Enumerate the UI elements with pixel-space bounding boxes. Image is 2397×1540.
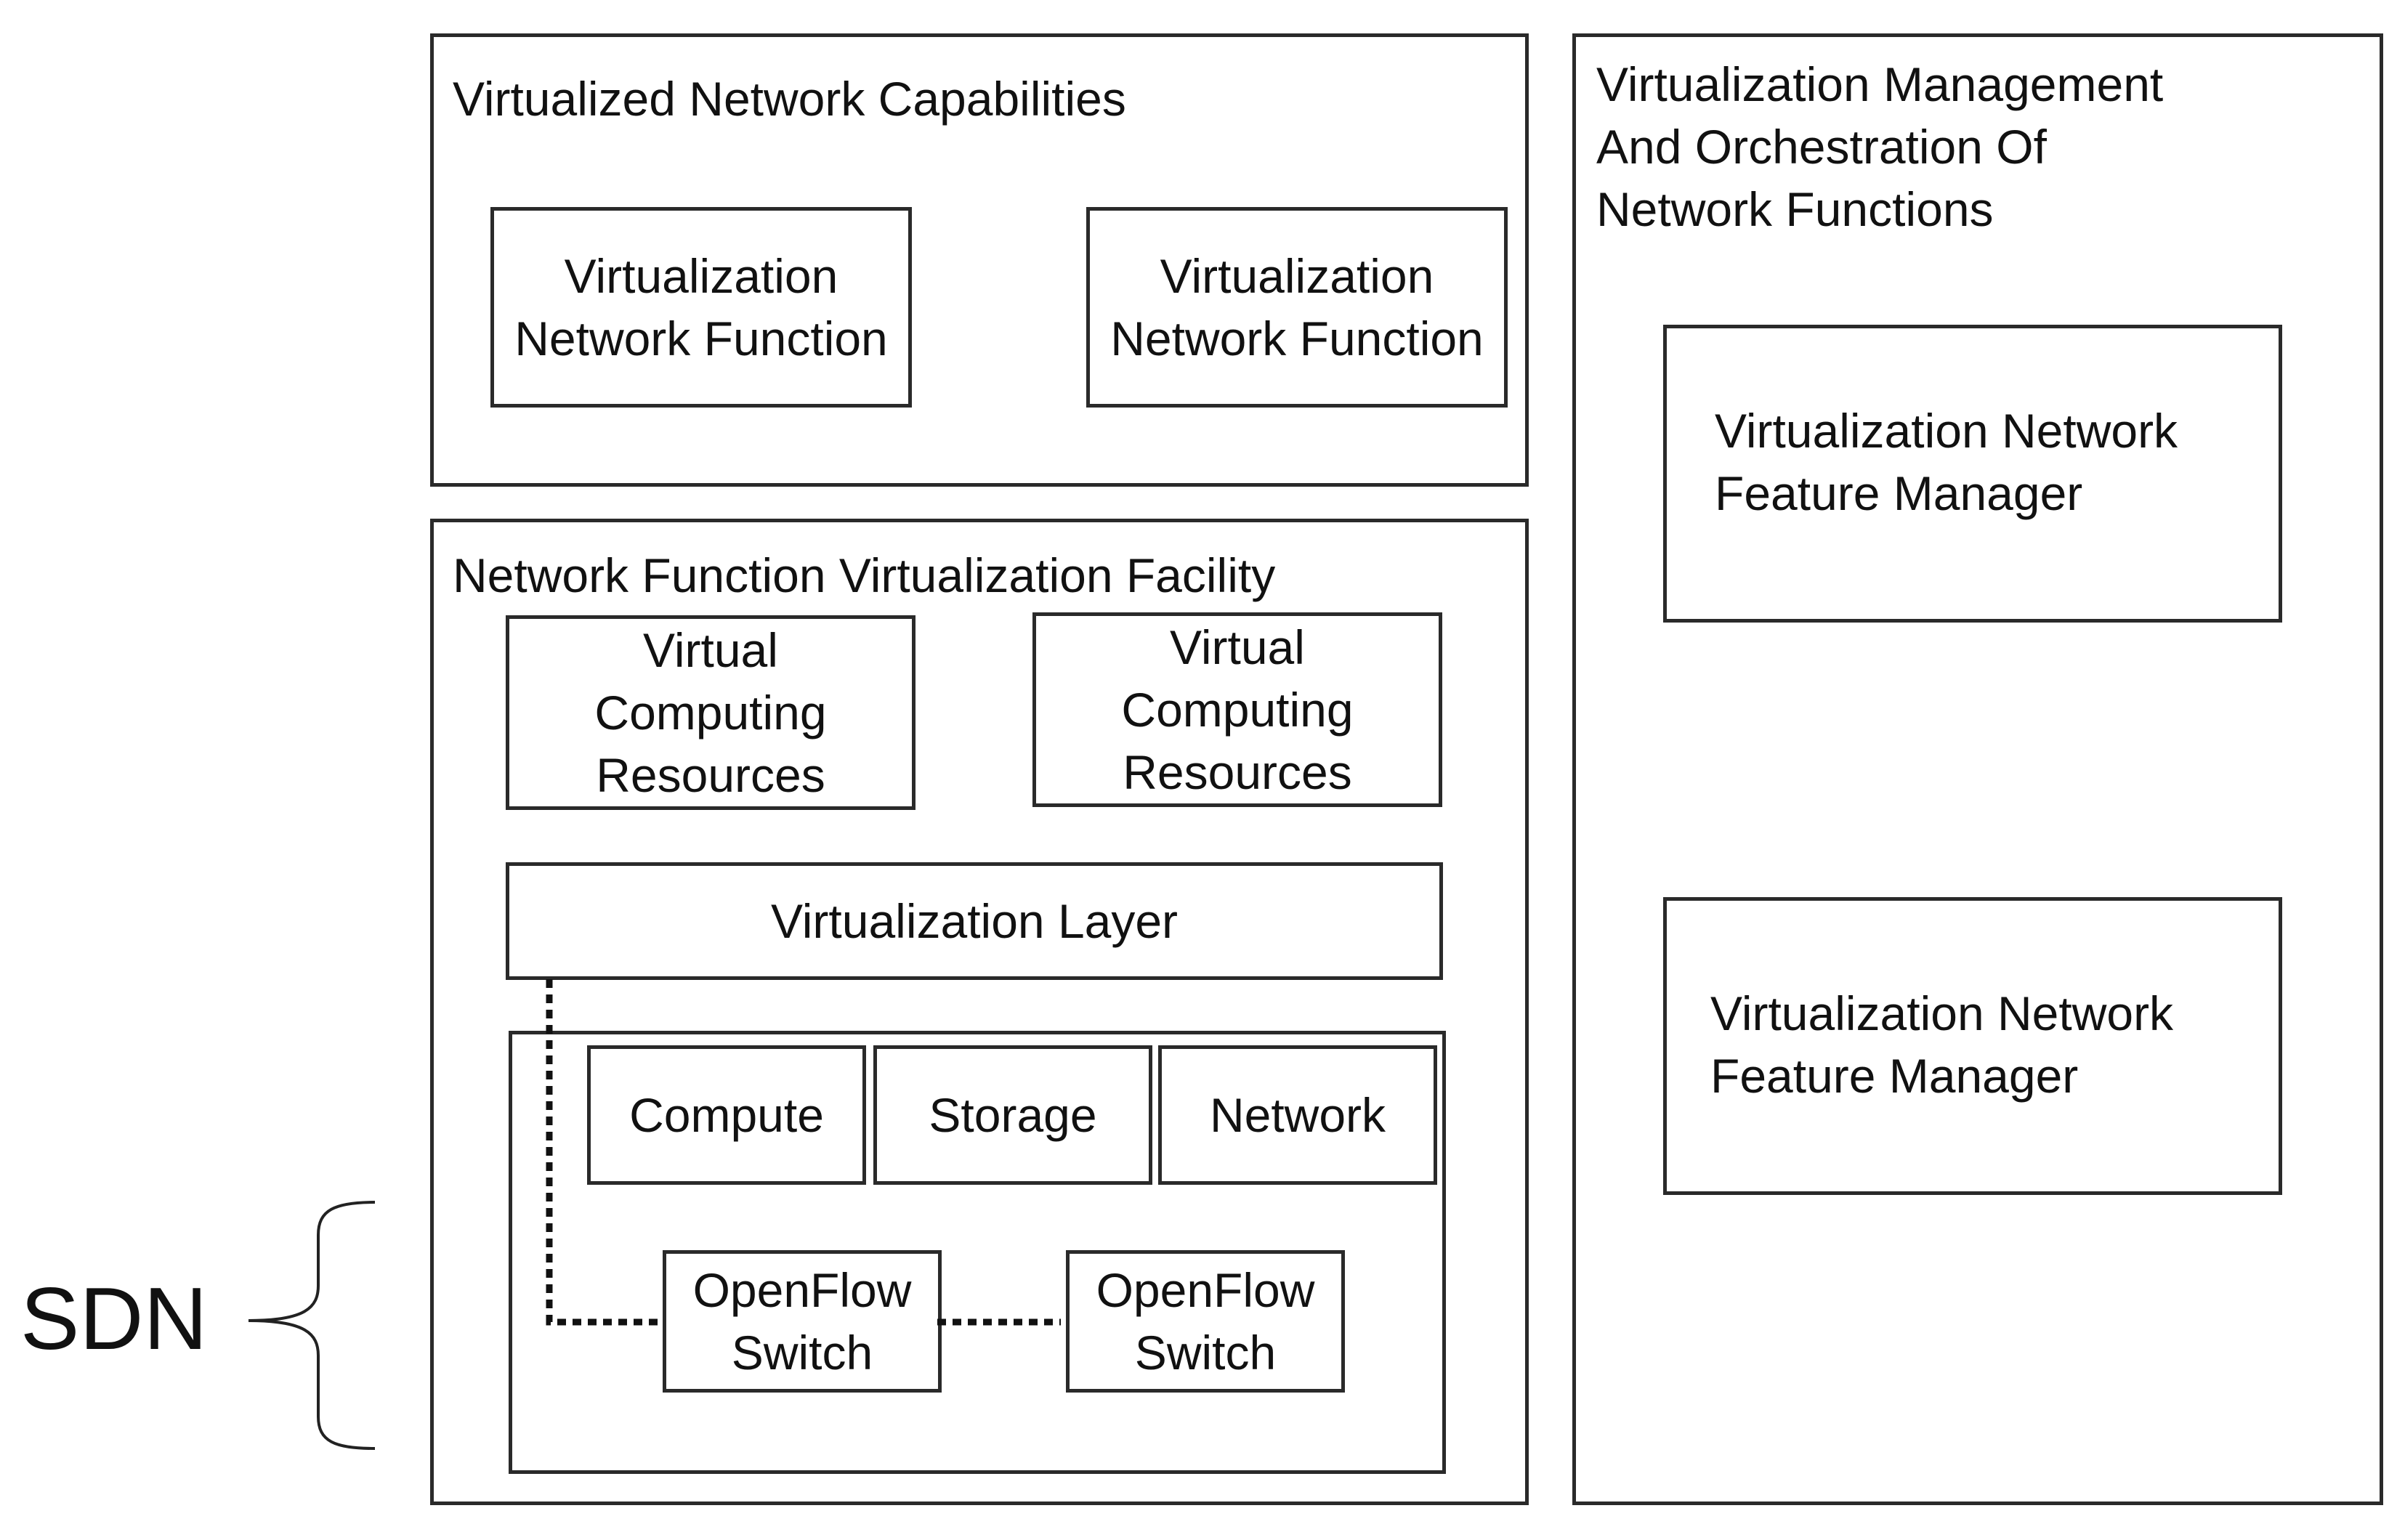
network-label: Network (1209, 1088, 1386, 1142)
vnf-manager-bottom: Virtualization Network Feature Manager (1663, 897, 2282, 1195)
nfvi-title: Network Function Virtualization Facility (453, 548, 1276, 602)
compute-label: Compute (629, 1088, 824, 1142)
vnf-box-left: Virtualization Network Function (490, 207, 912, 408)
openflow-switch-right: OpenFlow Switch (1066, 1250, 1345, 1393)
openflow-switch-right-label: OpenFlow Switch (1096, 1263, 1315, 1379)
hardware-resources-box: Compute Storage Network OpenFlow Switch … (509, 1031, 1446, 1474)
network-box: Network (1158, 1045, 1437, 1185)
vnf-right-label: Virtualization Network Function (1110, 249, 1484, 365)
compute-box: Compute (587, 1045, 866, 1185)
vcr-right-label: Virtual Computing Resources (1121, 620, 1354, 799)
vnf-left-label: Virtualization Network Function (514, 249, 888, 365)
storage-label: Storage (929, 1088, 1097, 1142)
openflow-switch-left: OpenFlow Switch (663, 1250, 942, 1393)
virtualization-layer-box: Virtualization Layer (506, 862, 1443, 980)
vcr-box-left: Virtual Computing Resources (506, 615, 915, 810)
vnf-manager-top-label: Virtualization Network Feature Manager (1715, 404, 2178, 520)
vcr-left-label: Virtual Computing Resources (594, 623, 827, 802)
vnc-title: Virtualized Network Capabilities (453, 72, 1126, 126)
mano-panel: Virtualization Management And Orchestrat… (1572, 33, 2383, 1505)
storage-box: Storage (873, 1045, 1152, 1185)
nfvi-panel: Network Function Virtualization Facility… (430, 519, 1529, 1505)
vnf-manager-top: Virtualization Network Feature Manager (1663, 325, 2282, 623)
mano-title: Virtualization Management And Orchestrat… (1596, 57, 2164, 236)
virtualized-network-capabilities-panel: Virtualized Network Capabilities Virtual… (430, 33, 1529, 487)
sdn-brace (248, 1201, 376, 1450)
vcr-box-right: Virtual Computing Resources (1032, 612, 1442, 807)
sdn-label: SDN (20, 1269, 208, 1368)
vnf-manager-bottom-label: Virtualization Network Feature Manager (1710, 986, 2174, 1103)
virtualization-layer-label: Virtualization Layer (770, 894, 1179, 948)
vnf-box-right: Virtualization Network Function (1086, 207, 1508, 408)
openflow-switch-left-label: OpenFlow Switch (692, 1263, 912, 1379)
